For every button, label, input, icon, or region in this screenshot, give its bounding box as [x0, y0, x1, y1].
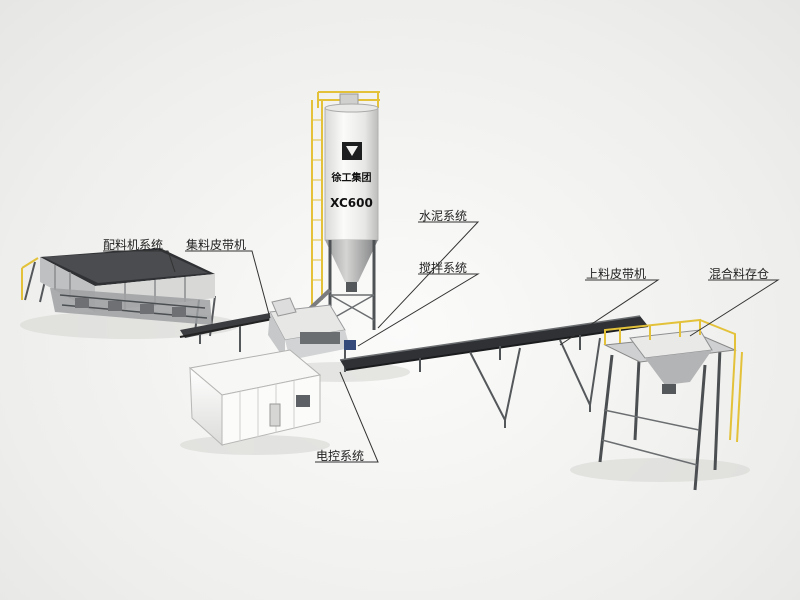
silo-logo-icon: [342, 142, 362, 160]
label-batcher: 配料机系统: [103, 238, 164, 252]
storage-bin: [598, 318, 743, 491]
cement-silo: 徐工集团 XC600: [298, 91, 380, 330]
label-storage: 混合料存仓: [709, 267, 770, 281]
label-mixer: 搅拌系统: [419, 261, 468, 275]
label-feed-belt: 上料皮带机: [586, 267, 647, 281]
silo-brand-text: 徐工集团: [331, 171, 372, 184]
label-collector-belt: 集料皮带机: [186, 238, 247, 252]
label-control: 电控系统: [316, 449, 365, 463]
label-cement: 水泥系统: [419, 209, 468, 223]
silo-model-text: XC600: [330, 196, 373, 210]
control-room: [188, 349, 322, 447]
mixer-unit: [268, 297, 356, 378]
door-icon: [269, 403, 281, 427]
batcher-unit: [21, 248, 216, 337]
window-icon: [296, 395, 310, 407]
leader-lines: [103, 221, 780, 463]
collector-belt: [179, 312, 279, 352]
motor-icon: [344, 340, 356, 350]
feed-belt: [339, 315, 649, 428]
